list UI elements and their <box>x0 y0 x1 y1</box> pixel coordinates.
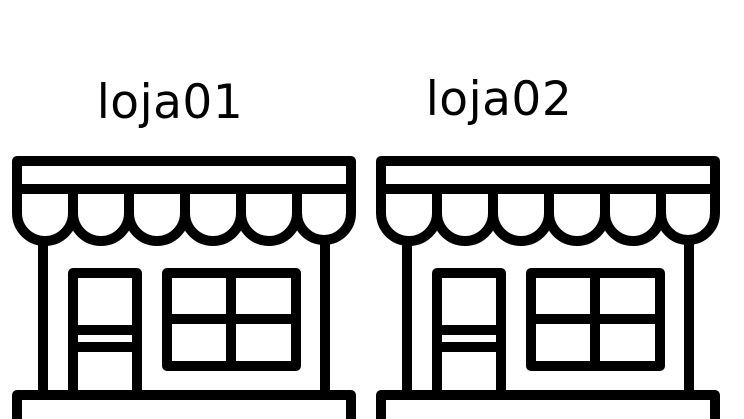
storefront-icon <box>12 156 356 419</box>
store-loja01: loja01 <box>0 0 360 419</box>
store-label: loja01 <box>96 75 244 130</box>
store-loja02: loja02 <box>364 0 724 419</box>
store-label: loja02 <box>425 72 573 127</box>
storefront-icon <box>376 156 720 419</box>
